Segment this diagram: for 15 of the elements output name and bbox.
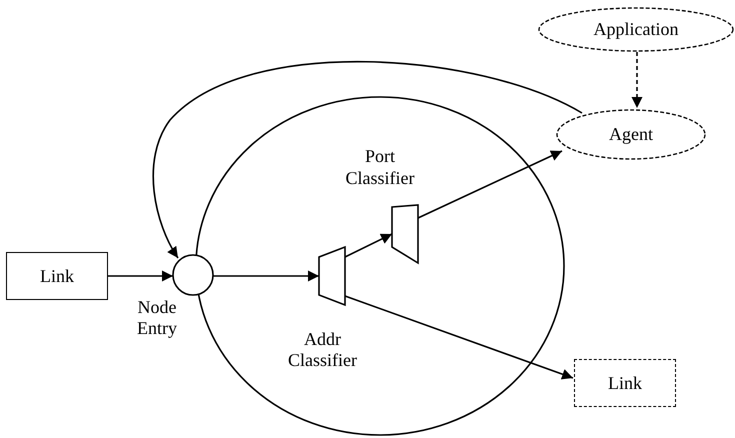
arrow bbox=[632, 52, 642, 108]
link-box: Link bbox=[574, 359, 676, 407]
link-box: Link bbox=[6, 252, 108, 300]
arrow bbox=[213, 270, 319, 282]
node-label: Port Classifier bbox=[344, 146, 416, 190]
ellipse-node: Agent bbox=[556, 109, 706, 160]
ellipse-node: Application bbox=[538, 7, 734, 52]
node-label: Addr Classifier bbox=[287, 328, 358, 372]
arrow bbox=[418, 150, 562, 219]
node-label: Node Entry bbox=[136, 296, 178, 340]
node-circle bbox=[195, 96, 565, 436]
arrow bbox=[344, 233, 392, 258]
arrow bbox=[344, 295, 574, 380]
arrow bbox=[108, 270, 173, 282]
arrow bbox=[152, 61, 582, 258]
